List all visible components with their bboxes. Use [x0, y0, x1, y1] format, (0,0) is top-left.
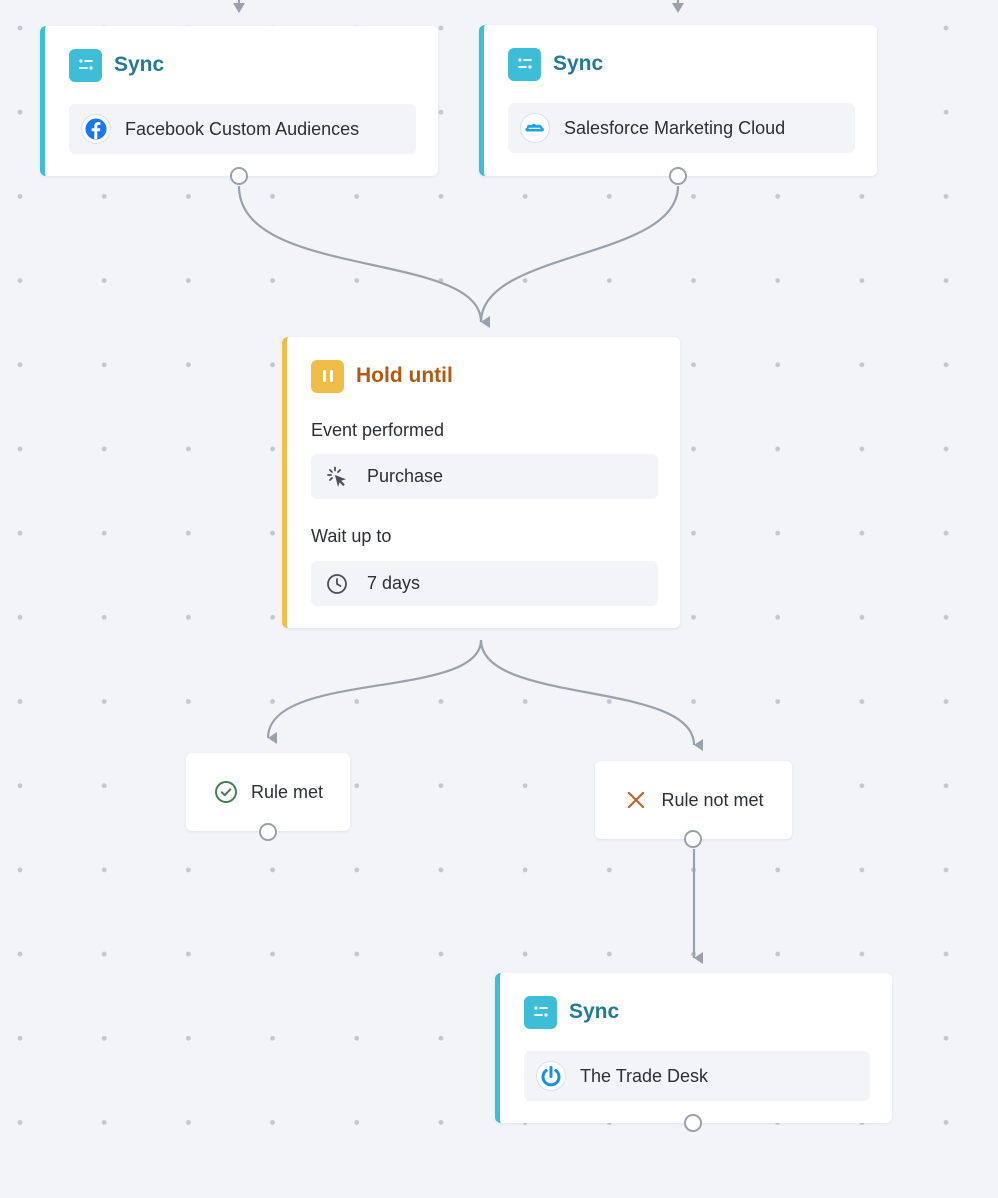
- output-port[interactable]: [684, 830, 702, 848]
- node-title: Hold until: [356, 364, 453, 387]
- incoming-arrow-right: [672, 3, 684, 13]
- destination-name: The Trade Desk: [580, 1065, 709, 1086]
- output-port[interactable]: [684, 1114, 702, 1132]
- sync-node-facebook[interactable]: Sync Facebook Custom Audiences: [40, 26, 438, 176]
- wait-label: Wait up to: [311, 526, 392, 546]
- x-icon: [623, 787, 649, 813]
- sync-node-header: Sync: [69, 48, 164, 82]
- sync-icon: [524, 995, 557, 1029]
- event-pill[interactable]: Purchase: [311, 454, 658, 499]
- clock-icon: [321, 568, 353, 600]
- event-value: Purchase: [367, 466, 444, 486]
- pause-icon: [311, 359, 344, 393]
- sync-node-header: Sync: [524, 995, 619, 1029]
- destination-pill[interactable]: The Trade Desk: [524, 1051, 870, 1101]
- rule-not-met-node[interactable]: Rule not met: [595, 761, 792, 839]
- node-title: Sync: [569, 1000, 620, 1023]
- destination-name: Facebook Custom Audiences: [125, 118, 360, 139]
- wait-pill[interactable]: 7 days: [311, 561, 658, 606]
- destination-pill[interactable]: Facebook Custom Audiences: [69, 104, 416, 154]
- output-port[interactable]: [230, 167, 248, 185]
- hold-until-node[interactable]: Hold until Event performed Purchase Wait…: [282, 337, 680, 628]
- event-label: Event performed: [311, 420, 445, 440]
- salesforce-icon: [519, 112, 551, 144]
- edge-hold-to-rule-met: [266, 639, 483, 745]
- output-port[interactable]: [669, 167, 687, 185]
- trade-desk-icon: [535, 1060, 567, 1092]
- edge-hold-to-rule-not-met: [479, 639, 704, 751]
- destination-pill[interactable]: Salesforce Marketing Cloud: [508, 103, 855, 153]
- destination-name: Salesforce Marketing Cloud: [564, 117, 786, 138]
- hold-node-header: Hold until: [311, 359, 453, 393]
- edge-facebook-to-hold: [237, 185, 491, 328]
- sync-node-header: Sync: [508, 47, 603, 81]
- sync-icon: [508, 47, 541, 81]
- rule-not-met-label: Rule not met: [661, 789, 764, 810]
- edge-salesforce-to-hold: [479, 185, 680, 329]
- wait-value: 7 days: [367, 573, 421, 593]
- sync-node-salesforce[interactable]: Sync Salesforce Marketing Cloud: [479, 25, 877, 176]
- sync-node-tradedesk[interactable]: Sync The Trade Desk: [495, 973, 892, 1123]
- output-port[interactable]: [259, 823, 277, 841]
- node-title: Sync: [553, 52, 604, 75]
- rule-met-label: Rule met: [250, 781, 324, 802]
- click-icon: [321, 461, 353, 493]
- rule-met-node[interactable]: Rule met: [186, 753, 350, 831]
- check-circle-icon: [213, 779, 239, 805]
- node-title: Sync: [114, 53, 165, 76]
- incoming-arrow-left: [233, 3, 245, 13]
- facebook-icon: [80, 113, 112, 145]
- sync-icon: [69, 48, 102, 82]
